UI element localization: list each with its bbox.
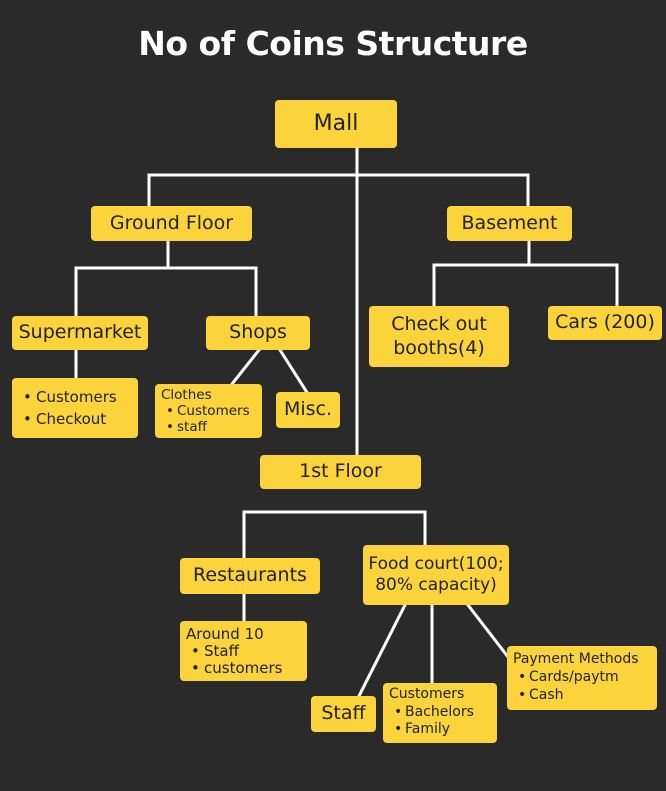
- customers-heading: Customers: [389, 686, 465, 702]
- node-customers: Customers Bachelors Family: [383, 683, 497, 743]
- diagram-title: No of Coins Structure: [138, 24, 528, 63]
- list-item: Customers: [18, 386, 132, 408]
- node-around-10: Around 10 Staff customers: [180, 621, 307, 681]
- node-mall: Mall: [275, 100, 397, 148]
- list-item: Customers: [161, 403, 256, 419]
- node-basement: Basement: [447, 206, 572, 241]
- around-heading: Around 10: [186, 625, 264, 643]
- node-cars: Cars (200): [548, 306, 662, 340]
- clothes-heading: Clothes: [161, 387, 212, 403]
- list-item: Bachelors: [389, 704, 491, 722]
- node-ground-floor: Ground Floor: [91, 206, 252, 241]
- node-clothes: Clothes Customers staff: [155, 384, 262, 438]
- payment-heading: Payment Methods: [513, 651, 639, 667]
- node-supermarket-details: Customers Checkout: [12, 378, 138, 438]
- list-item: Family: [389, 721, 491, 739]
- node-first-floor: 1st Floor: [260, 455, 421, 489]
- list-item: Checkout: [18, 408, 132, 430]
- node-food-court: Food court(100; 80% capacity): [363, 545, 509, 605]
- node-checkout-booths: Check out booths(4): [369, 306, 509, 367]
- list-item: Cards/paytm: [513, 668, 651, 686]
- list-item: Cash: [513, 686, 651, 704]
- node-misc: Misc.: [276, 392, 340, 428]
- node-payment-methods: Payment Methods Cards/paytm Cash: [507, 646, 657, 710]
- node-supermarket: Supermarket: [12, 316, 148, 350]
- node-staff: Staff: [311, 696, 376, 732]
- list-item: staff: [161, 419, 256, 435]
- list-item: customers: [186, 660, 301, 678]
- list-item: Staff: [186, 643, 301, 661]
- node-restaurants: Restaurants: [180, 558, 320, 594]
- node-shops: Shops: [206, 316, 310, 350]
